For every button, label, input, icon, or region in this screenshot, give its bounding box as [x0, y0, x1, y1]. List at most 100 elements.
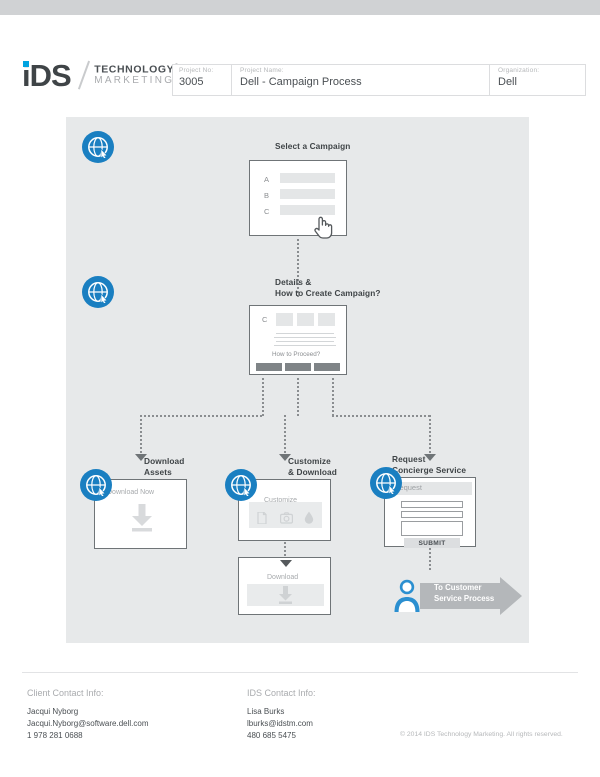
logo-wordmark: iDS — [22, 57, 72, 93]
node-request-title-line2: Concierge Service — [392, 464, 467, 475]
document-icon[interactable] — [257, 512, 267, 524]
top-band — [0, 0, 600, 15]
campaign-row-label-a: A — [264, 175, 270, 184]
request-input-field-1[interactable] — [401, 501, 463, 508]
logo-slash-divider — [77, 60, 90, 90]
details-action-button-3[interactable] — [314, 363, 340, 371]
customer-service-handoff[interactable]: To Customer Service Process — [392, 572, 522, 620]
node-download-assets-title: Download Assets — [144, 456, 184, 477]
arrow-request — [424, 454, 436, 461]
customer-service-arrow-label: To Customer Service Process — [434, 583, 494, 604]
details-thumbnail-3 — [318, 313, 335, 326]
organization-value: Dell — [498, 76, 517, 88]
arrow-download-assets — [135, 454, 147, 461]
project-name-label: Project Name: — [240, 67, 284, 74]
hand-cursor-icon — [314, 216, 333, 239]
campaign-option-bar-a[interactable] — [280, 173, 335, 183]
project-name-field[interactable]: Project Name: Dell - Campaign Process — [231, 65, 489, 95]
client-contact-block: Client Contact Info: Jacqui Nyborg Jacqu… — [27, 688, 149, 742]
node-customize-title-line2: & Download — [288, 466, 337, 477]
node-select-campaign-card[interactable]: A B C — [249, 160, 347, 236]
ids-contact-name: Lisa Burks — [247, 707, 285, 716]
connector-1-to-2 — [297, 239, 299, 299]
customize-label: Customize — [264, 497, 298, 504]
node-download-card[interactable]: Download — [238, 557, 331, 615]
organization-field[interactable]: Organization: Dell — [489, 65, 585, 95]
client-contact-name: Jacqui Nyborg — [27, 707, 79, 716]
node-details-title: Details & How to Create Campaign? — [275, 277, 381, 298]
connector-to-download-assets — [140, 415, 142, 455]
arrow-into-download — [280, 560, 292, 567]
project-no-value: 3005 — [179, 76, 204, 88]
droplet-icon[interactable] — [304, 511, 314, 524]
footer-divider — [22, 672, 578, 673]
ids-contact-email[interactable]: lburks@idstm.com — [247, 719, 313, 728]
ids-logo: iDS TECHNOLOGY® MARKETING — [22, 58, 179, 92]
request-textarea-field[interactable] — [401, 521, 463, 536]
details-action-button-1[interactable] — [256, 363, 282, 371]
logo-tagline: TECHNOLOGY® MARKETING — [94, 64, 179, 86]
person-icon — [394, 579, 420, 612]
organization-label: Organization: — [498, 67, 540, 74]
request-form-title: Request — [394, 483, 422, 492]
node-customize-title-line1: Customize — [288, 456, 331, 466]
ids-contact-phone: 480 685 5475 — [247, 731, 296, 740]
connector-to-request — [429, 415, 431, 455]
node-request-title: Request Concierge Service — [392, 454, 466, 475]
client-contact-phone: 1 978 281 0688 — [27, 731, 83, 740]
project-no-field[interactable]: Project No: 3005 — [173, 65, 231, 95]
customer-service-arrow-shape — [420, 577, 522, 615]
page-header: iDS TECHNOLOGY® MARKETING Project No: 30… — [0, 26, 600, 96]
campaign-row-label-b: B — [264, 191, 270, 200]
logo-tagline-line1: TECHNOLOGY — [94, 63, 175, 76]
project-no-label: Project No: — [179, 67, 214, 74]
node-details-title-line1: Details & — [275, 277, 312, 287]
connector-to-customize — [284, 415, 286, 455]
ids-contact-heading: IDS Contact Info: — [247, 688, 316, 698]
logo-tagline-line2: MARKETING — [94, 74, 175, 86]
flowchart-panel: Select a Campaign A B C Details & How to… — [66, 117, 529, 643]
connector-branch-horizontal-right — [332, 415, 430, 417]
client-contact-email[interactable]: Jacqui.Nyborg@software.dell.com — [27, 719, 149, 728]
project-name-value: Dell - Campaign Process — [240, 76, 362, 88]
customer-service-label-line2: Service Process — [434, 593, 495, 603]
details-thumbnail-1 — [276, 313, 293, 326]
download-label: Download — [267, 574, 299, 581]
globe-icon-node-3 — [80, 469, 112, 501]
download-arrow-icon — [132, 504, 152, 532]
node-download-assets-title-line1: Download — [144, 456, 185, 466]
arrow-customize — [279, 454, 291, 461]
details-action-button-2[interactable] — [285, 363, 311, 371]
request-input-field-2[interactable] — [401, 511, 463, 518]
globe-icon-node-1 — [82, 131, 114, 163]
details-letter-label: C — [262, 315, 268, 324]
details-text-line-3 — [276, 341, 334, 342]
request-form-header-bar — [390, 482, 472, 495]
ids-contact-block: IDS Contact Info: Lisa Burks lburks@idst… — [247, 688, 316, 742]
node-details-title-line2: How to Create Campaign? — [275, 287, 381, 298]
details-text-line-1 — [276, 333, 334, 334]
copyright-notice: © 2014 IDS Technology Marketing. All rig… — [400, 731, 563, 738]
connector-request-to-customer-service — [429, 548, 431, 572]
campaign-option-bar-c[interactable] — [280, 205, 335, 215]
details-text-line-2 — [274, 337, 336, 338]
campaign-option-bar-b[interactable] — [280, 189, 335, 199]
globe-icon-node-5 — [370, 467, 402, 499]
node-customize-card[interactable]: Customize — [238, 479, 331, 541]
details-text-line-4 — [274, 345, 336, 346]
logo-mark-text: iDS — [22, 57, 72, 93]
request-submit-button[interactable]: SUBMIT — [404, 538, 460, 548]
connector-branch-stem-mid — [297, 378, 299, 416]
connector-branch-stem-left — [262, 378, 264, 416]
camera-icon[interactable] — [280, 512, 293, 524]
node-details-card[interactable]: C How to Proceed? — [249, 305, 347, 375]
globe-icon-node-2 — [82, 276, 114, 308]
node-customize-title: Customize & Download — [288, 456, 337, 477]
globe-icon-node-4 — [225, 469, 257, 501]
client-contact-heading: Client Contact Info: — [27, 688, 104, 698]
node-select-campaign-title: Select a Campaign — [275, 141, 351, 151]
connector-customize-to-download — [284, 542, 286, 556]
connector-branch-horizontal-left — [140, 415, 264, 417]
logo-accent-dot — [23, 60, 29, 67]
